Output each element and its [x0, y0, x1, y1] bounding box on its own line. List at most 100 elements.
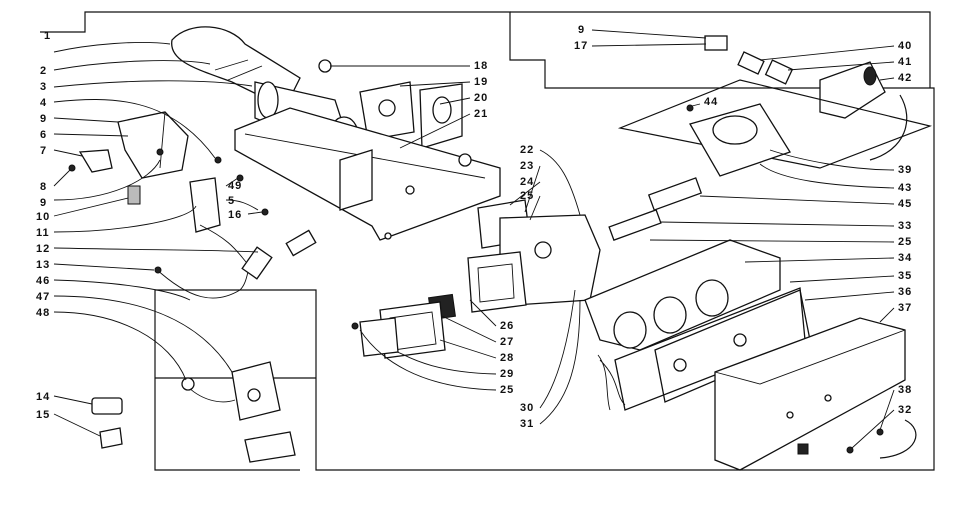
- panel-hole-1: [673, 358, 687, 372]
- callout-27: 27: [500, 336, 515, 348]
- valve-knob-2: [653, 296, 687, 334]
- spout-funnel-detail: [214, 59, 263, 81]
- ignitor-ring-terminal: [181, 377, 195, 391]
- callout-31: 31: [520, 418, 535, 430]
- callout-25-lower: 25: [500, 384, 515, 396]
- regulator-box-outline: [510, 11, 931, 88]
- part-15: [99, 427, 123, 449]
- callout-40: 40: [898, 40, 913, 52]
- group-bracket-right-39: [869, 94, 908, 161]
- callout-5: 5: [228, 195, 236, 207]
- callout-13: 13: [36, 259, 51, 271]
- plate-hole-1: [405, 185, 415, 195]
- sleeve-11: [241, 246, 273, 280]
- callout-8: 8: [40, 181, 48, 193]
- callout-1: 1: [44, 30, 52, 42]
- callout-11: 11: [36, 227, 50, 239]
- callout-46: 46: [36, 275, 51, 287]
- part-14: [91, 397, 123, 415]
- callout-21: 21: [474, 108, 489, 120]
- valve-port: [534, 241, 552, 259]
- wire-bundle: [597, 354, 626, 411]
- bracket-20-hole: [432, 96, 452, 124]
- panel-hole-2: [733, 333, 747, 347]
- callout-17: 17: [574, 40, 589, 52]
- callout-7: 7: [40, 145, 48, 157]
- screw-4: [214, 156, 222, 164]
- cover-37-edge: [714, 329, 906, 385]
- callout-9-left-upper: 9: [40, 113, 48, 125]
- callout-10: 10: [36, 211, 51, 223]
- screw-32: [846, 446, 854, 454]
- callout-49: 49: [228, 180, 243, 192]
- callout-2: 2: [40, 65, 48, 77]
- callout-42: 42: [898, 72, 913, 84]
- venturi-mouth: [257, 81, 279, 119]
- clip-7: [78, 149, 113, 173]
- callout-38: 38: [898, 384, 913, 396]
- wire-end-13: [154, 266, 162, 274]
- callout-20: 20: [474, 92, 489, 104]
- bracket-upright: [339, 149, 373, 211]
- callout-9-right: 9: [578, 24, 586, 36]
- screw-49: [236, 174, 244, 182]
- callout-29: 29: [500, 368, 515, 380]
- callout-39: 39: [898, 164, 913, 176]
- union-41: [764, 59, 794, 85]
- screw-44: [686, 104, 694, 112]
- callout-6: 6: [40, 129, 48, 141]
- callout-47: 47: [36, 291, 51, 303]
- tube-45: [647, 177, 703, 211]
- callout-18: 18: [474, 60, 489, 72]
- callout-48: 48: [36, 307, 51, 319]
- screw-18: [318, 59, 332, 73]
- regulator-dome: [712, 115, 758, 145]
- screw-25: [351, 322, 359, 330]
- callout-14: 14: [36, 391, 51, 403]
- cover-hole-2: [824, 394, 832, 402]
- burner-box-inner: [477, 263, 515, 303]
- burner-box-26: [467, 251, 527, 313]
- spacer-10: [127, 185, 141, 205]
- shaft-33: [608, 209, 662, 241]
- callout-15: 15: [36, 409, 51, 421]
- gasket-29: [359, 317, 399, 357]
- callout-12: 12: [36, 243, 51, 255]
- group-border-1: [40, 11, 935, 471]
- cover-hole-1: [786, 411, 794, 419]
- callout-37: 37: [898, 302, 913, 314]
- ignitor-clip: [244, 431, 296, 463]
- callout-16: 16: [228, 209, 243, 221]
- callout-43: 43: [898, 182, 913, 194]
- callout-24: 24: [520, 176, 535, 188]
- callout-35: 35: [898, 270, 913, 282]
- callout-36: 36: [898, 286, 913, 298]
- bracket-hole: [378, 99, 396, 117]
- part-9-17-clip: [704, 35, 728, 51]
- sleeve-12: [285, 229, 317, 257]
- callout-23: 23: [520, 160, 535, 172]
- callout-34: 34: [898, 252, 913, 264]
- callout-9-left-lower: 9: [40, 197, 48, 209]
- screw-16: [261, 208, 269, 216]
- callout-33: 33: [898, 220, 913, 232]
- bracket-49: [189, 177, 221, 233]
- nipple-40: [737, 51, 765, 75]
- callout-3: 3: [40, 81, 48, 93]
- callout-25-upper: 25: [520, 190, 535, 202]
- plate-hole-3: [384, 232, 392, 240]
- callout-28: 28: [500, 352, 515, 364]
- cover-37: [714, 317, 906, 471]
- valve-knob-1: [613, 311, 647, 349]
- callout-26: 26: [500, 320, 515, 332]
- group-bracket-right-32: [879, 419, 917, 459]
- callout-4: 4: [40, 97, 48, 109]
- callout-25-right: 25: [898, 236, 913, 248]
- valve-knob-3: [695, 279, 729, 317]
- ignitor-terminal: [247, 388, 261, 402]
- callout-30: 30: [520, 402, 535, 414]
- nut-32: [797, 443, 809, 455]
- callout-44: 44: [704, 96, 719, 108]
